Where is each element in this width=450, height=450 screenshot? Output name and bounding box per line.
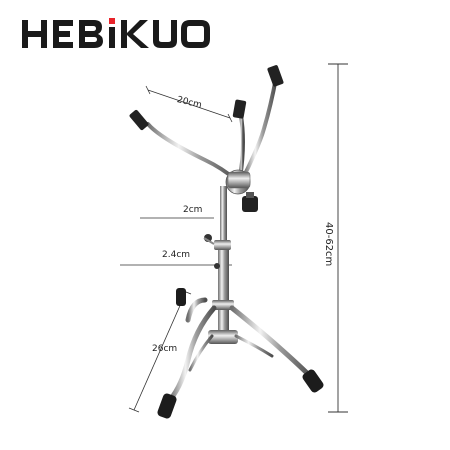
brand-logo [22,14,212,60]
height-range-label: 40-62cm [323,222,334,267]
tube-small-label: 2cm [183,205,203,215]
leg-length-label: 26cm [152,344,178,354]
tube-large-label: 2.4cm [162,250,191,260]
